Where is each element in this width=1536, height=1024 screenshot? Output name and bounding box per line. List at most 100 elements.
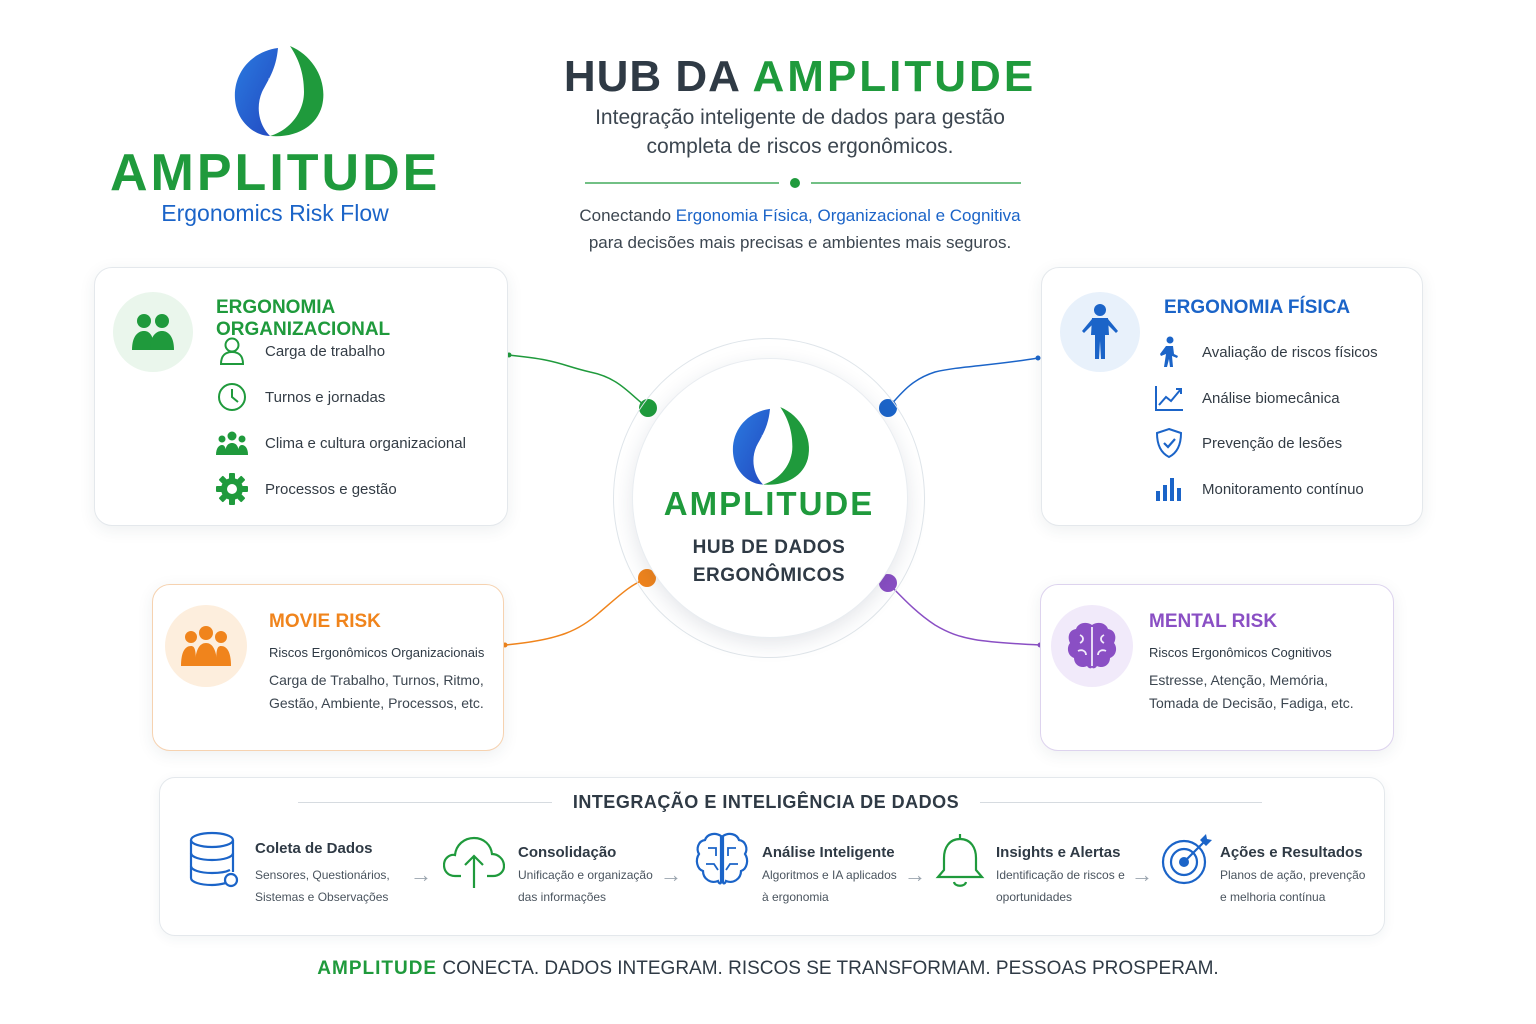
list-item-label: Monitoramento contínuo	[1202, 480, 1364, 498]
mental-risk-description: Estresse, Atenção, Memória, Tomada de De…	[1149, 669, 1354, 715]
step-desc-line-1: Planos de ação, prevenção	[1220, 868, 1366, 882]
title-prefix: HUB DA	[563, 52, 740, 101]
footer-text: CONECTA. DADOS INTEGRAM. RISCOS SE TRANS…	[437, 958, 1219, 979]
list-item-label: Processos e gestão	[265, 480, 397, 498]
integration-title: INTEGRAÇÃO E INTELIGÊNCIA DE DADOS	[572, 792, 960, 812]
mental-risk-subtitle: Riscos Ergonômicos Cognitivos	[1149, 645, 1332, 660]
mental-risk-desc-line-1: Estresse, Atenção, Memória,	[1149, 672, 1328, 688]
brain-circuit-icon	[695, 832, 749, 885]
card-movie-risk: MOVIE RISK Riscos Ergonômicos Organizaci…	[152, 584, 504, 751]
card-title-fisica: ERGONOMIA FÍSICA	[1164, 297, 1351, 318]
hub-label: HUB DE DADOS ERGONÔMICOS	[632, 534, 906, 590]
card-ergonomia-fisica: ERGONOMIA FÍSICA Avaliação de riscos fís…	[1041, 267, 1423, 526]
header-divider	[585, 178, 1021, 188]
step-desc-line-1: Identificação de riscos e	[996, 868, 1125, 882]
target-icon	[1161, 834, 1212, 885]
hub-label-line-1: HUB DE DADOS	[692, 537, 846, 558]
step-acoes: Ações e Resultados Planos de ação, preve…	[1160, 830, 1370, 910]
step-desc-line-2: e melhoria contínua	[1220, 890, 1326, 904]
list-item: Processos e gestão	[215, 469, 397, 509]
connector-organizacional	[507, 354, 649, 409]
list-item-label: Análise biomecânica	[1202, 389, 1340, 407]
bell-icon	[935, 834, 985, 887]
arrow-right-icon: →	[904, 862, 926, 887]
connector-mental	[887, 582, 1041, 646]
card-ergonomia-organizacional: ERGONOMIA ORGANIZACIONAL Carga de trabal…	[94, 267, 508, 526]
clock-icon	[215, 380, 249, 414]
list-item-label: Turnos e jornadas	[265, 388, 386, 406]
step-desc-line-1: Unificação e organização	[518, 868, 653, 882]
brand-tagline: Ergonomics Risk Flow	[161, 200, 389, 226]
connect-prefix: Conectando	[579, 206, 676, 225]
hub-outer-ring	[613, 338, 925, 658]
hub-circle	[632, 358, 908, 638]
card-mental-risk: MENTAL RISK Riscos Ergonômicos Cognitivo…	[1040, 584, 1394, 751]
brand-name: AMPLITUDE	[110, 144, 441, 202]
mental-risk-desc-line-2: Tomada de Decisão, Fadiga, etc.	[1149, 695, 1354, 711]
step-title: Insights e Alertas	[996, 844, 1121, 861]
bar-chart-icon	[1152, 472, 1186, 506]
connector-fisica	[887, 357, 1039, 409]
movie-risk-desc-line-1: Carga de Trabalho, Turnos, Ritmo,	[269, 672, 484, 688]
body-icon	[1060, 292, 1140, 372]
step-desc-line-2: à ergonomia	[762, 890, 829, 904]
step-title: Análise Inteligente	[762, 844, 895, 861]
footer-brand: AMPLITUDE	[317, 958, 438, 979]
amplitude-logo-icon	[234, 46, 324, 137]
list-item-label: Carga de trabalho	[265, 342, 386, 360]
step-desc-line-2: Sistemas e Observações	[255, 890, 389, 904]
arrow-right-icon: →	[410, 862, 432, 887]
walking-icon	[1152, 335, 1186, 369]
list-item: Avaliação de riscos físicos	[1152, 332, 1378, 372]
step-insights: Insights e Alertas Identificação de risc…	[934, 830, 1134, 910]
movie-risk-desc-line-2: Gestão, Ambiente, Processos, etc.	[269, 695, 484, 711]
connect-text: Conectando Ergonomia Física, Organizacio…	[540, 202, 1060, 256]
list-item: Turnos e jornadas	[215, 377, 385, 417]
list-item: Prevenção de lesões	[1152, 423, 1342, 463]
list-item: Análise biomecânica	[1152, 378, 1340, 418]
step-description: Unificação e organização das informações	[518, 864, 653, 908]
card-title-mental-risk: MENTAL RISK	[1149, 611, 1278, 632]
list-item-label: Prevenção de lesões	[1202, 434, 1343, 452]
hub-label-line-2: ERGONÔMICOS	[692, 565, 846, 586]
connect-line-2: para decisões mais precisas e ambientes …	[588, 233, 1012, 252]
list-item-label: Avaliação de riscos físicos	[1202, 343, 1378, 361]
step-title: Consolidação	[518, 844, 617, 861]
amplitude-logo-icon	[732, 407, 810, 485]
subtitle-line-1: Integração inteligente de dados para ges…	[595, 106, 1005, 129]
gear-icon	[215, 472, 249, 506]
step-description: Planos de ação, prevenção e melhoria con…	[1220, 864, 1365, 908]
group-icon	[165, 605, 247, 687]
connector-movie	[504, 577, 648, 646]
node-dot-blue	[1035, 355, 1041, 361]
list-item: Carga de trabalho	[215, 331, 385, 371]
team-icon	[215, 426, 249, 460]
movie-risk-subtitle: Riscos Ergonômicos Organizacionais	[269, 645, 485, 660]
arrow-right-icon: →	[1131, 862, 1153, 887]
subtitle-line-2: completa de riscos ergonômicos.	[646, 135, 954, 158]
card-title-movie-risk: MOVIE RISK	[269, 611, 381, 632]
list-item: Monitoramento contínuo	[1152, 469, 1364, 509]
step-analise: Análise Inteligente Algoritmos e IA apli…	[694, 830, 914, 910]
arrow-right-icon: →	[660, 862, 682, 887]
section-divider-right	[980, 802, 1262, 803]
connect-highlight: Ergonomia Física, Organizacional e Cogni…	[675, 206, 1021, 225]
page-title: HUB DA AMPLITUDE	[560, 52, 1040, 102]
footer-tagline: AMPLITUDE CONECTA. DADOS INTEGRAM. RISCO…	[200, 958, 1336, 980]
group-icon	[113, 292, 193, 372]
step-title: Coleta de Dados	[255, 840, 373, 857]
step-description: Sensores, Questionários, Sistemas e Obse…	[255, 864, 390, 908]
shield-icon	[1152, 426, 1186, 460]
list-item: Clima e cultura organizacional	[215, 423, 466, 463]
integration-panel	[159, 777, 1385, 936]
step-desc-line-2: oportunidades	[996, 890, 1073, 904]
step-coleta: Coleta de Dados Sensores, Questionários,…	[188, 830, 408, 910]
brain-icon	[1051, 605, 1133, 687]
step-description: Algoritmos e IA aplicados à ergonomia	[762, 864, 897, 908]
page-subtitle: Integração inteligente de dados para ges…	[560, 103, 1040, 161]
person-icon	[215, 334, 249, 368]
database-icon	[189, 831, 239, 888]
cloud-upload-icon	[443, 836, 505, 888]
step-consolidacao: Consolidação Unificação e organização da…	[443, 830, 673, 910]
section-divider-left	[298, 802, 552, 803]
